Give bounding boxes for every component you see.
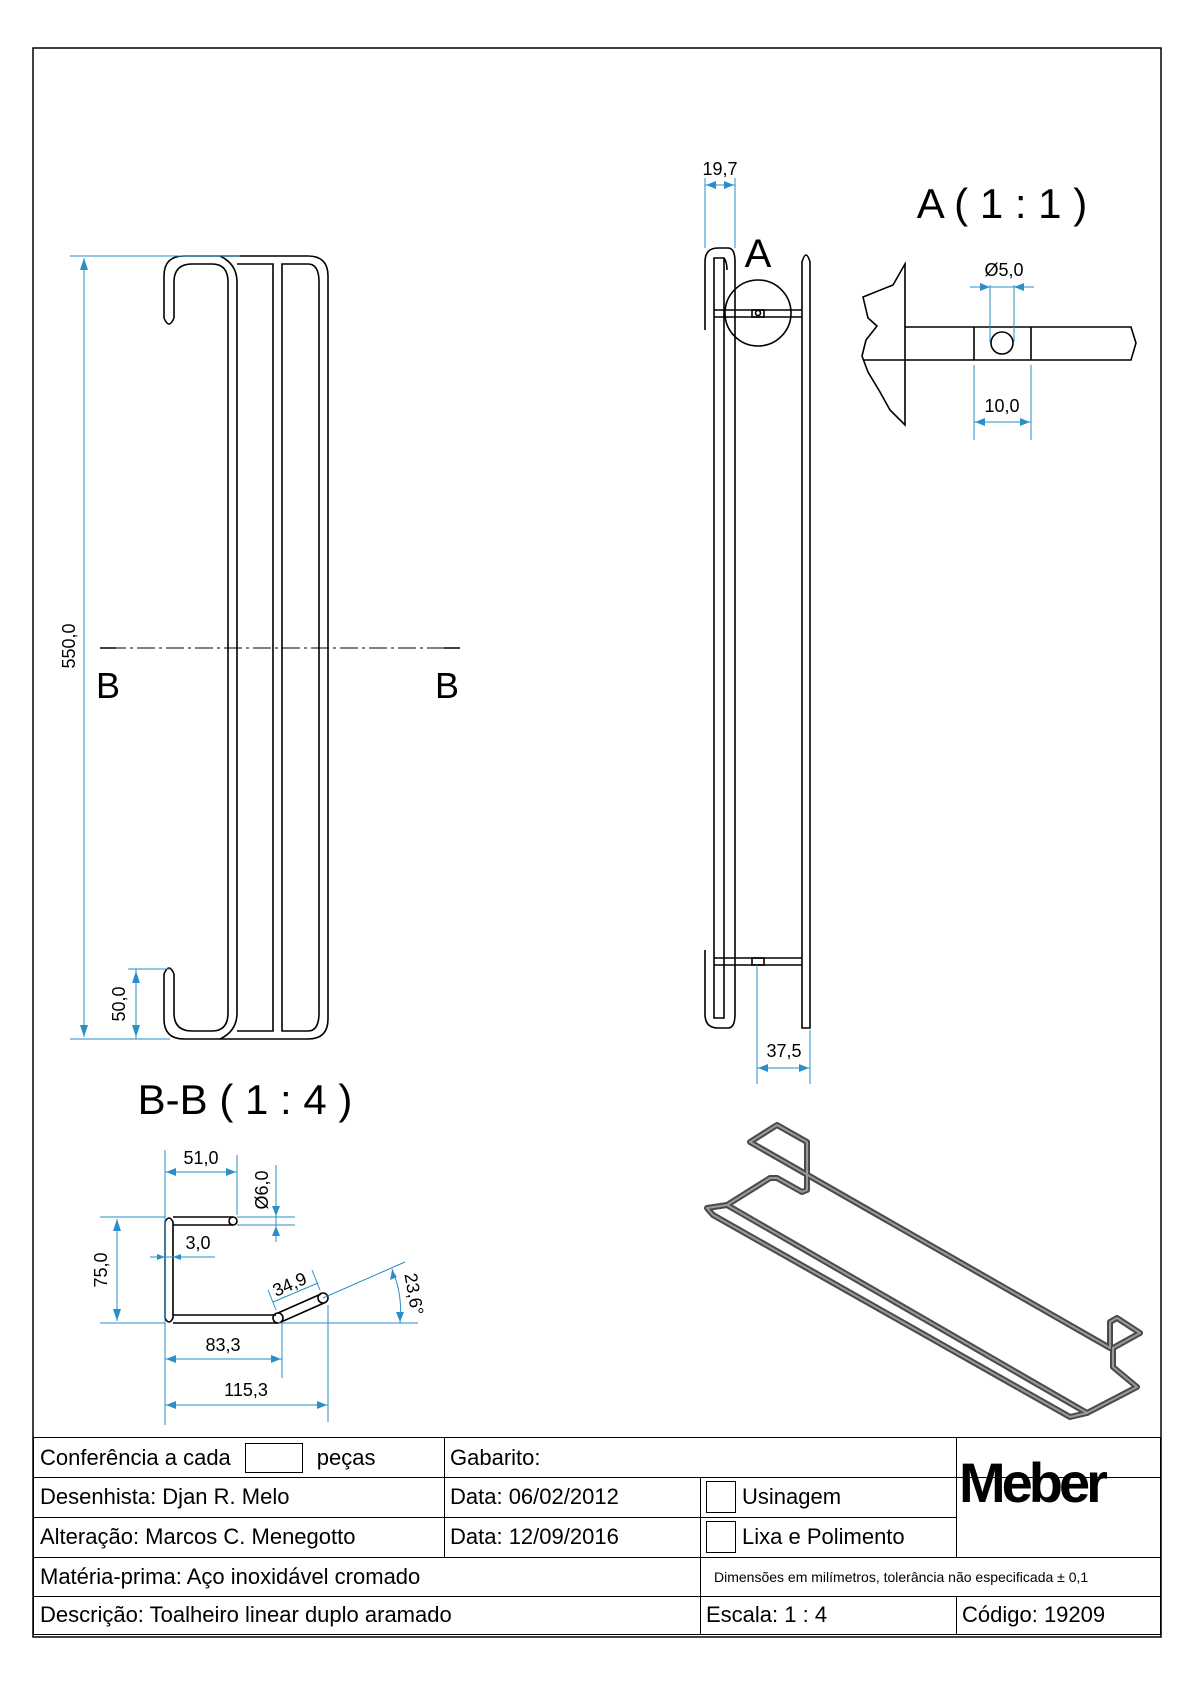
pecas-label: peças bbox=[316, 1444, 376, 1470]
dim-hole-5: Ø5,0 bbox=[984, 260, 1023, 280]
dim-diameter-6: Ø6,0 bbox=[252, 1170, 272, 1209]
escala-field: Escala: 1 : 4 bbox=[706, 1602, 828, 1627]
dim-angle-23-6: 23,6° bbox=[400, 1271, 427, 1316]
sheet-frame bbox=[32, 47, 1162, 1638]
conferencia-label: Conferência a cada bbox=[40, 1444, 231, 1470]
conferencia-field: Conferência a cada peças bbox=[34, 1438, 444, 1477]
dim-height-75: 75,0 bbox=[91, 1252, 111, 1287]
lixa-polimento-option[interactable]: Lixa e Polimento bbox=[700, 1517, 956, 1557]
conferencia-input-box[interactable] bbox=[244, 1442, 303, 1473]
section-label-left: B bbox=[96, 665, 120, 706]
dim-top-51: 51,0 bbox=[183, 1148, 218, 1168]
side-view: A 19,7 37,5 bbox=[702, 159, 811, 1084]
detail-a-title: A ( 1 : 1 ) bbox=[917, 180, 1087, 227]
dim-angled-34-9: 34,9 bbox=[270, 1268, 310, 1300]
front-view: 550,0 50,0 B B bbox=[59, 255, 460, 1040]
usinagem-option[interactable]: Usinagem bbox=[700, 1477, 956, 1517]
desenhista-field: Desenhista: Djan R. Melo bbox=[40, 1484, 290, 1509]
dim-depth-19-7: 19,7 bbox=[702, 159, 737, 179]
section-bb-title: B-B ( 1 : 4 ) bbox=[138, 1076, 353, 1123]
dim-width-37-5: 37,5 bbox=[766, 1041, 801, 1061]
codigo-field: Código: 19209 bbox=[962, 1602, 1106, 1627]
dim-total-115-3: 115,3 bbox=[224, 1380, 268, 1400]
dim-bottom-83-3: 83,3 bbox=[205, 1335, 240, 1355]
dim-width-10: 10,0 bbox=[984, 396, 1019, 416]
title-block: Conferência a cada peças Gabarito: Desen… bbox=[33, 1437, 1161, 1635]
descricao-field: Descrição: Toalheiro linear duplo aramad… bbox=[40, 1602, 452, 1627]
section-bb-view: B-B ( 1 : 4 ) 51,0 Ø6,0 75,0 3,0 83,3 11… bbox=[91, 1076, 427, 1425]
data-criacao-field: Data: 06/02/2012 bbox=[450, 1484, 619, 1509]
usinagem-checkbox[interactable] bbox=[706, 1481, 736, 1513]
lixa-polimento-checkbox[interactable] bbox=[706, 1521, 736, 1553]
isometric-view bbox=[704, 1122, 1143, 1420]
data-alteracao-field: Data: 12/09/2016 bbox=[450, 1524, 619, 1549]
dim-height-550: 550,0 bbox=[59, 623, 79, 668]
detail-a-circle bbox=[724, 279, 792, 347]
section-label-right: B bbox=[435, 665, 459, 706]
dim-thickness-3: 3,0 bbox=[185, 1233, 210, 1253]
tolerance-note: Dimensões em milímetros, tolerância não … bbox=[714, 1568, 1089, 1585]
lixa-polimento-label: Lixa e Polimento bbox=[742, 1524, 905, 1549]
alteracao-field: Alteração: Marcos C. Menegotto bbox=[40, 1524, 356, 1549]
usinagem-label: Usinagem bbox=[742, 1484, 842, 1509]
detail-label-a: A bbox=[745, 232, 772, 276]
dim-hook-50: 50,0 bbox=[109, 986, 129, 1021]
gabarito-field: Gabarito: bbox=[450, 1444, 541, 1470]
detail-a-view: A ( 1 : 1 ) Ø5,0 10,0 bbox=[861, 180, 1137, 440]
materia-prima-field: Matéria-prima: Aço inoxidável cromado bbox=[40, 1563, 421, 1589]
meber-logo: Meber bbox=[959, 1451, 1108, 1514]
